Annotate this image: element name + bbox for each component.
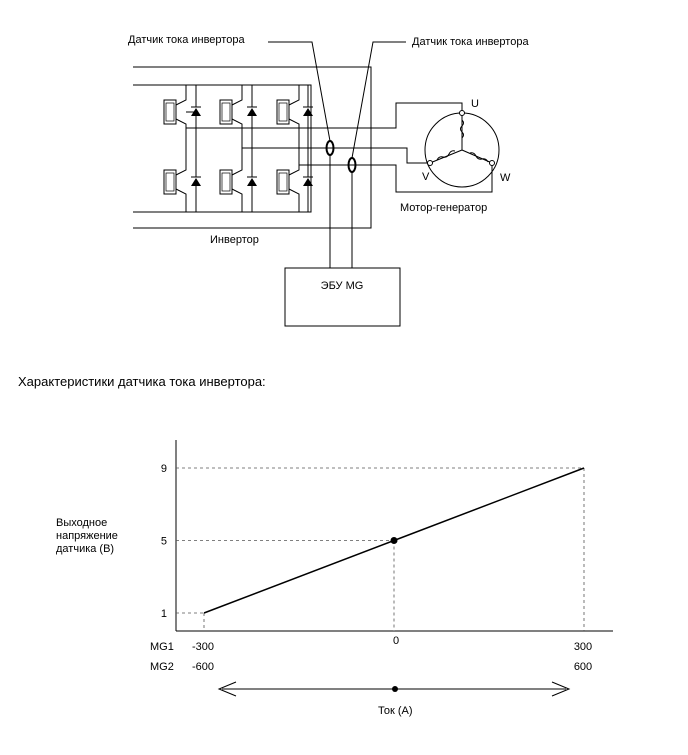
arrow-head-left bbox=[217, 681, 237, 697]
transistor-module bbox=[219, 148, 257, 212]
section-heading: Характеристики датчика тока инвертора: bbox=[18, 374, 266, 389]
x-scale-name-mg1: MG1 bbox=[150, 641, 174, 653]
sensor-label-left: Датчик тока инвертора bbox=[128, 34, 245, 46]
sensor-characteristic-chart: Выходное напряжение датчика (В) MG1 MG2 … bbox=[56, 440, 613, 717]
phase-wire-v bbox=[242, 147, 430, 164]
phase-wire-w bbox=[299, 163, 493, 193]
x-tick-label-mg1: 300 bbox=[574, 641, 592, 653]
x-tick-label-mg2: -600 bbox=[192, 661, 214, 673]
sensor-label-right: Датчик тока инвертора bbox=[412, 36, 529, 48]
y-tick-label: 1 bbox=[161, 608, 167, 620]
phase-w-label: W bbox=[500, 172, 511, 184]
phase-v-label: V bbox=[422, 171, 430, 183]
phase-wire-u bbox=[186, 102, 463, 129]
x-tick-label-mg1: -300 bbox=[192, 641, 214, 653]
ecu-label: ЭБУ MG bbox=[321, 280, 364, 292]
data-point bbox=[390, 537, 398, 544]
transistor-module bbox=[163, 148, 201, 212]
motor-label: Мотор-генератор bbox=[400, 202, 487, 214]
x-tick-label-mg1: 0 bbox=[393, 635, 399, 647]
sensor-lead-right bbox=[351, 41, 406, 159]
inverter-circuit: Датчик тока инвертора Датчик тока инверт… bbox=[128, 34, 529, 327]
x-tick-label-mg2: 600 bbox=[574, 661, 592, 673]
x-axis-label: Ток (А) bbox=[378, 705, 413, 717]
x-scale-name-mg2: MG2 bbox=[150, 661, 174, 673]
arrow-head-right bbox=[551, 681, 571, 697]
y-axis-label-line: датчика (В) bbox=[56, 543, 114, 555]
y-axis-label-line: Выходное bbox=[56, 517, 107, 529]
inverter-label: Инвертор bbox=[210, 234, 259, 246]
phase-u-label: U bbox=[471, 98, 479, 110]
sensor-lead-left bbox=[268, 41, 331, 142]
transistor-module bbox=[163, 85, 201, 148]
transistor-module bbox=[276, 85, 313, 165]
transistor-module bbox=[219, 85, 257, 148]
y-tick-label: 5 bbox=[161, 536, 167, 548]
chart-marks: 1 5 9 -300 0 300 -600 600 bbox=[161, 463, 592, 673]
arrow-center-dot bbox=[392, 686, 398, 692]
transistor-module bbox=[276, 165, 313, 212]
motor-generator-symbol bbox=[424, 110, 500, 188]
y-axis-label-line: напряжение bbox=[56, 530, 118, 542]
ecu-box bbox=[284, 267, 401, 327]
y-tick-label: 9 bbox=[161, 463, 167, 475]
